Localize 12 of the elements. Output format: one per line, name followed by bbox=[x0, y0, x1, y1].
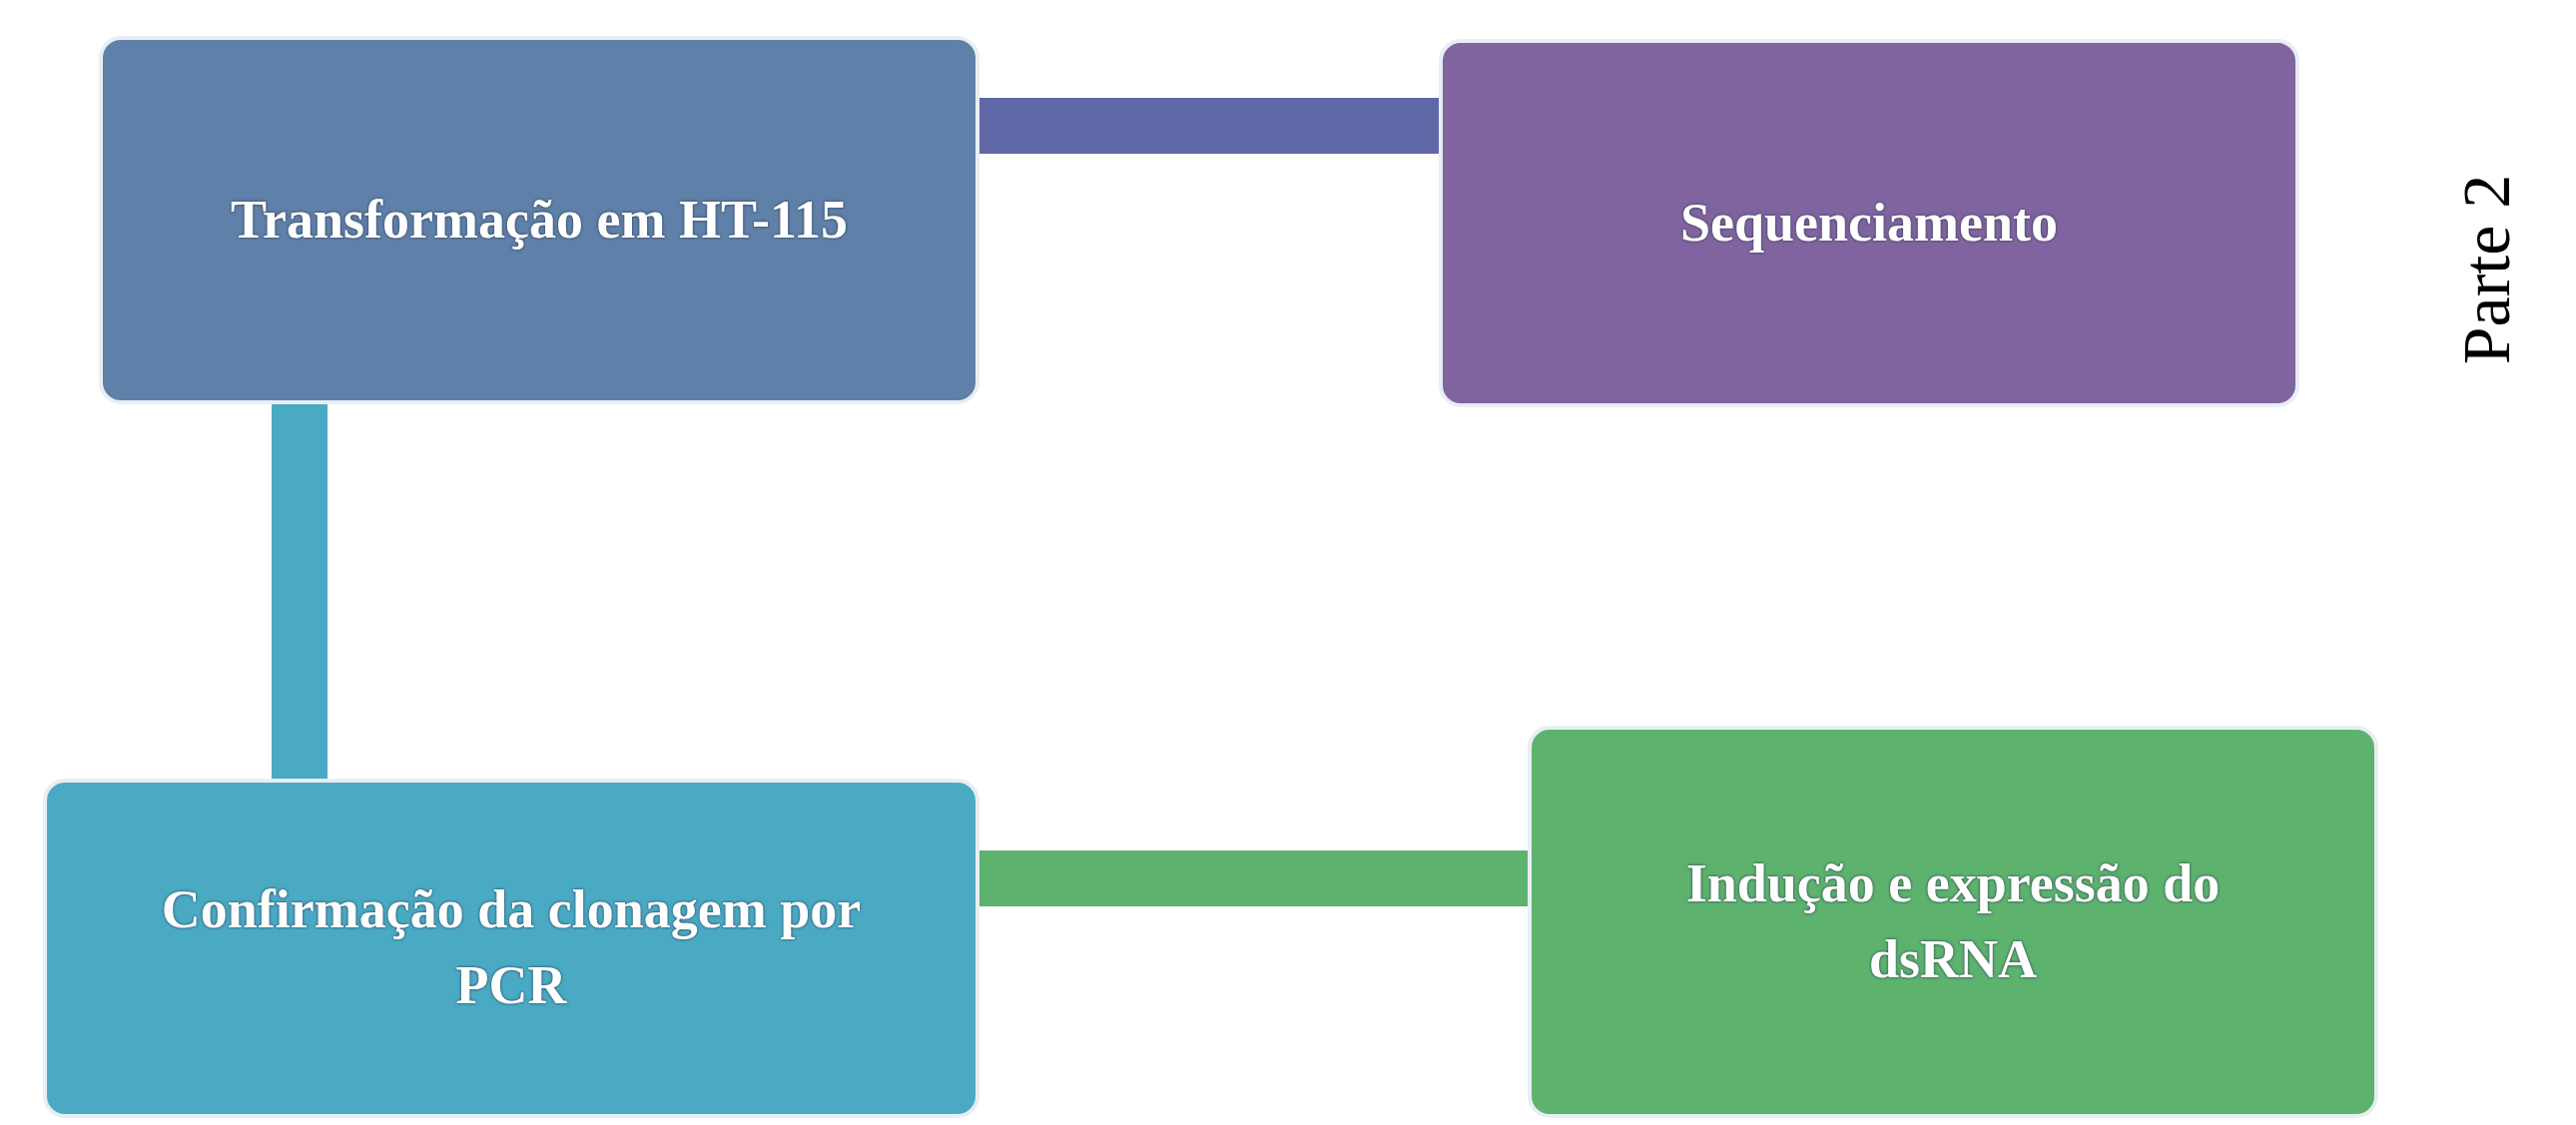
step-text: Transformação em HT-115 bbox=[231, 188, 848, 252]
step-text: Confirmação da clonagem por PCR bbox=[160, 878, 863, 1017]
section-label: Parte 2 bbox=[2447, 174, 2525, 365]
step-text: Indução e expressão do dsRNA bbox=[1684, 851, 2222, 991]
process-box bbox=[1528, 726, 2378, 1118]
process-box bbox=[99, 36, 979, 404]
connector-line bbox=[979, 850, 1528, 906]
step-text: Sequenciamento bbox=[1680, 191, 2058, 255]
connector-line bbox=[272, 404, 327, 779]
connector-line bbox=[979, 98, 1439, 154]
process-box bbox=[1439, 39, 2299, 407]
process-box bbox=[43, 779, 979, 1118]
